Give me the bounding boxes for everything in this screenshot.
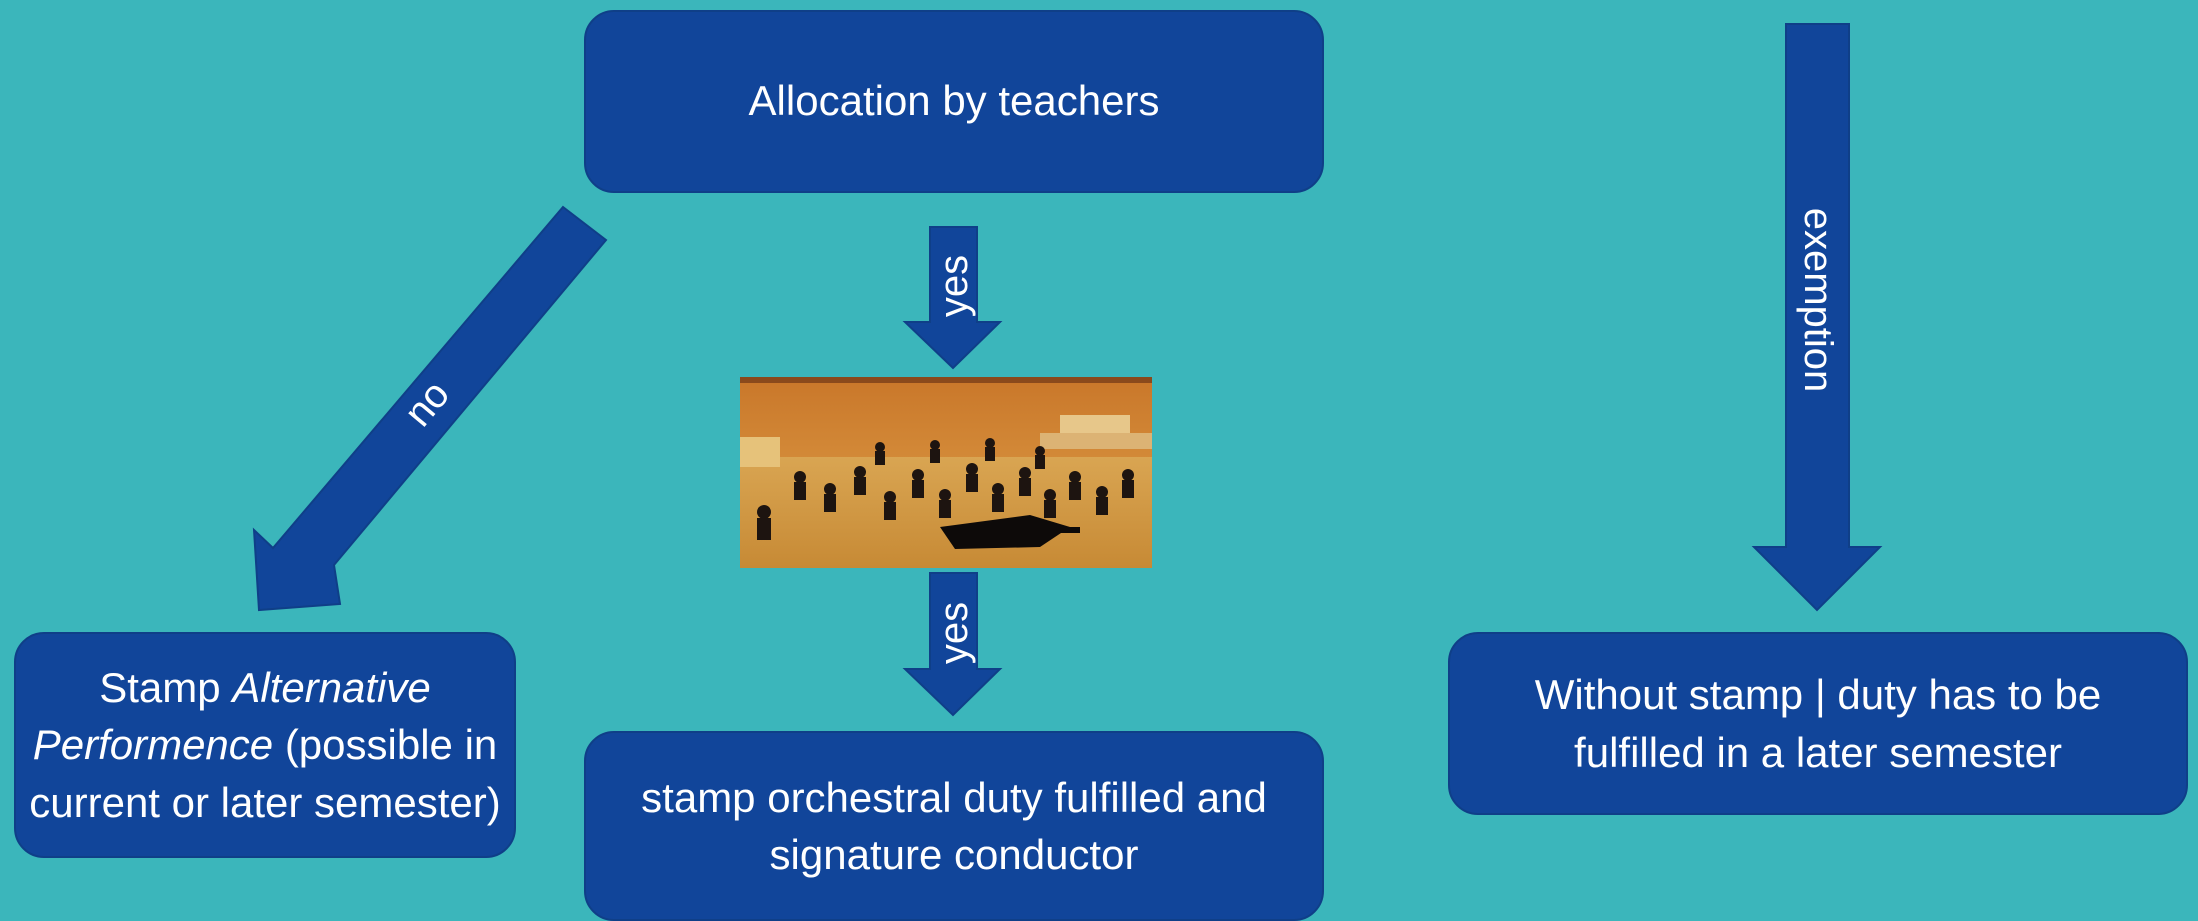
yes-arrow-bottom: [902, 572, 1003, 717]
alternative-italic: Alternative Performence: [32, 664, 431, 769]
exemption-arrow: [1751, 23, 1883, 612]
allocation-box-text: Allocation by teachers: [748, 77, 1160, 125]
stamp-fulfilled-box: stamp orchestral duty fulfilled and sign…: [584, 731, 1324, 921]
alternative-performance-box: Stamp Alternative Performence (possible …: [14, 632, 516, 858]
exemption-arrow-label: exemption: [1796, 208, 1840, 393]
alternative-performance-box-text: Stamp Alternative Performence (possible …: [26, 659, 504, 830]
without-stamp-box: Without stamp | duty has to be fulfilled…: [1448, 632, 2188, 815]
alternative-prefix: Stamp: [99, 664, 233, 712]
stamp-fulfilled-box-text: stamp orchestral duty fulfilled and sign…: [641, 773, 1267, 878]
no-arrow: [252, 205, 608, 612]
yes-arrow-bottom-label: yes: [932, 602, 976, 664]
without-stamp-box-text: Without stamp | duty has to be fulfilled…: [1534, 671, 2102, 776]
orchestra-photo: [740, 377, 1152, 568]
yes-arrow-top: [902, 226, 1003, 370]
yes-arrow-top-label: yes: [932, 255, 976, 317]
allocation-box: Allocation by teachers: [584, 10, 1324, 193]
alternative-suffix: (possible in current or later semester): [29, 721, 501, 826]
